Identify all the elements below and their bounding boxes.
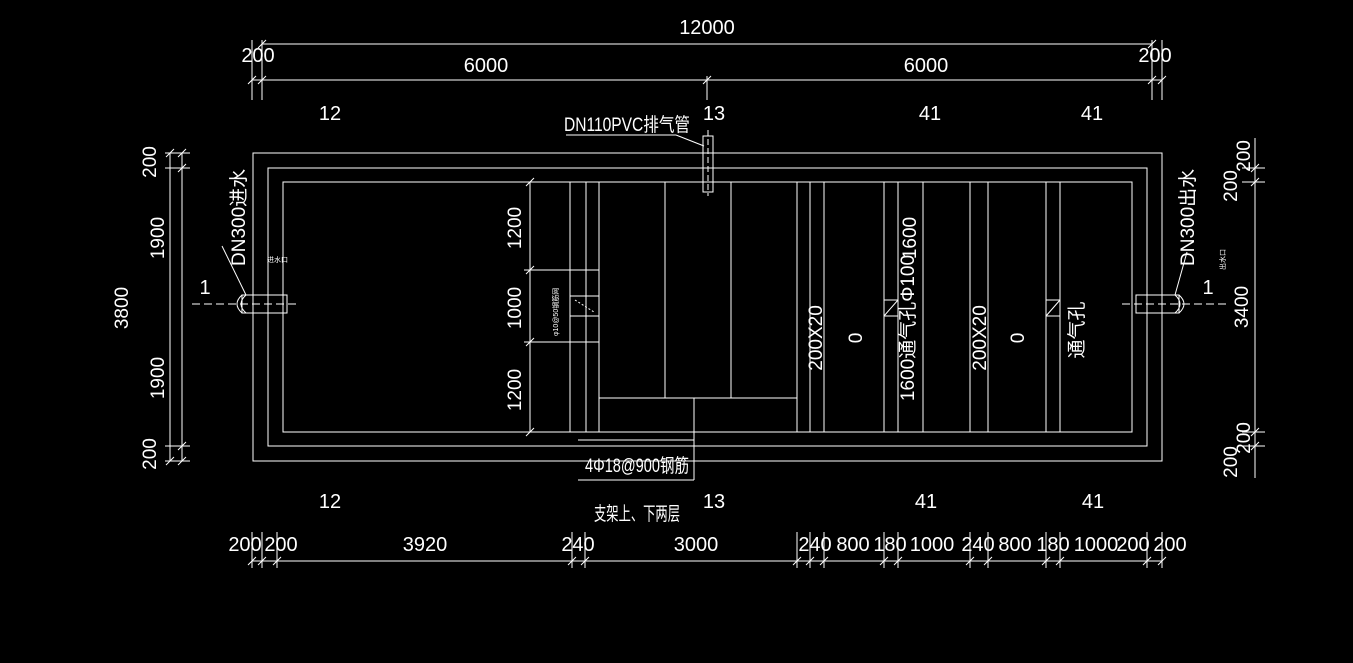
inlet-label: DN300进水 — [228, 169, 250, 266]
outlet-small-label: 出水口 — [1218, 249, 1227, 270]
height-label-1600: 1600 — [900, 217, 921, 259]
axis-top-4: 41 — [1081, 103, 1103, 125]
dim-bottom-chain-7: 800 — [836, 534, 869, 556]
right-dimensions: 200 200 3400 200 200 — [1221, 138, 1265, 478]
axis-bottom-1: 12 — [319, 491, 341, 513]
rebar-callout: 4Φ18@900钢筋 支架上、下两层 — [578, 398, 695, 525]
dim-inner-lower: 1200 — [505, 369, 526, 411]
dim-bottom-chain-12: 180 — [1036, 534, 1069, 556]
axis-top-1: 12 — [319, 103, 341, 125]
support-note-label: 支架上、下两层 — [594, 503, 680, 525]
dim-bottom-chain-9: 1000 — [910, 534, 955, 556]
axis-bottom-2: 13 — [703, 491, 725, 513]
dim-bottom-chain-6: 240 — [798, 534, 831, 556]
rebar-main-label: 4Φ18@900钢筋 — [585, 455, 689, 477]
dim-right-bottom-outer: 200 — [1221, 446, 1242, 478]
dim-left-upper: 1900 — [148, 217, 169, 259]
dim-bottom-chain-10: 240 — [961, 534, 994, 556]
dim-inner-upper: 1200 — [505, 207, 526, 249]
vent-pipe-label: DN110PVC排气管 — [564, 114, 690, 136]
top-dimensions: 12000 200 200 6000 6000 — [241, 17, 1172, 100]
vent-hole-label-1: 1600通气孔Φ100 — [897, 255, 919, 401]
section-mark-right: 1 — [1202, 277, 1213, 299]
dim-left-lower: 1900 — [148, 357, 169, 399]
dim-total-top: 12000 — [679, 17, 735, 39]
axis-bottom-4: 41 — [1082, 491, 1104, 513]
dim-top-right-wall: 200 — [1138, 45, 1171, 67]
inlet-small-label: 进水口 — [267, 255, 288, 264]
inner-dimensions: 1200 1000 1200 φ10@50钢筋网 — [505, 177, 570, 437]
dim-left-bottom-wall: 200 — [140, 438, 161, 470]
dim-left-top-wall: 200 — [140, 146, 161, 178]
vent-hole-label-2: 通气孔 — [1066, 301, 1088, 358]
dim-bottom-chain-11: 800 — [998, 534, 1031, 556]
mark-label-1: 0 — [846, 333, 867, 344]
outlet-label: DN300出水 — [1177, 169, 1199, 266]
opening-label-2: 200X20 — [970, 305, 991, 371]
dim-bottom-chain-14: 200 — [1116, 534, 1149, 556]
dim-bottom-chain-1: 200 — [228, 534, 261, 556]
dim-left-total: 3800 — [112, 287, 133, 329]
vent-pipe: DN110PVC排气管 — [564, 114, 714, 196]
dim-bottom-chain-3: 3920 — [403, 534, 448, 556]
dim-right-total: 3400 — [1232, 286, 1253, 328]
dim-inner-mid: 1000 — [505, 287, 526, 329]
dim-bottom-chain-15: 200 — [1153, 534, 1186, 556]
opening-label-1: 200X20 — [806, 305, 827, 371]
dim-top-half-left: 6000 — [464, 55, 509, 77]
mark-label-2: 0 — [1008, 333, 1029, 344]
dim-top-left-wall: 200 — [241, 45, 274, 67]
dim-right-top-outer: 200 — [1234, 140, 1255, 172]
left-dimensions: 3800 200 1900 1900 200 — [112, 146, 190, 470]
dim-top-half-right: 6000 — [904, 55, 949, 77]
axis-labels-top: 12 13 41 41 — [319, 103, 1103, 125]
dim-bottom-chain-8: 180 — [873, 534, 906, 556]
dim-bottom-chain-13: 1000 — [1074, 534, 1119, 556]
axis-top-3: 41 — [919, 103, 941, 125]
dim-bottom-chain-5: 3000 — [674, 534, 719, 556]
inlet-pipe: 1 DN300进水 进水口 — [192, 169, 300, 314]
axis-bottom-3: 41 — [915, 491, 937, 513]
outlet-pipe: 1 DN300出水 出水口 — [1122, 169, 1230, 314]
interior-partitions — [569, 182, 1061, 432]
section-mark-left: 1 — [199, 277, 210, 299]
dim-right-top-inner: 200 — [1221, 170, 1242, 202]
dim-bottom-chain-2: 200 — [264, 534, 297, 556]
axis-labels-bottom: 12 13 41 41 — [319, 491, 1104, 513]
axis-top-2: 13 — [703, 103, 725, 125]
openings: 200X20 200X20 0 0 1600 1600通气孔Φ100 通气孔 — [806, 217, 1088, 401]
dim-right-bottom-inner: 200 — [1234, 422, 1255, 454]
tank-outline — [252, 152, 1163, 462]
dim-bottom-chain-4: 240 — [561, 534, 594, 556]
rebar-note: φ10@50钢筋网 — [551, 288, 560, 336]
